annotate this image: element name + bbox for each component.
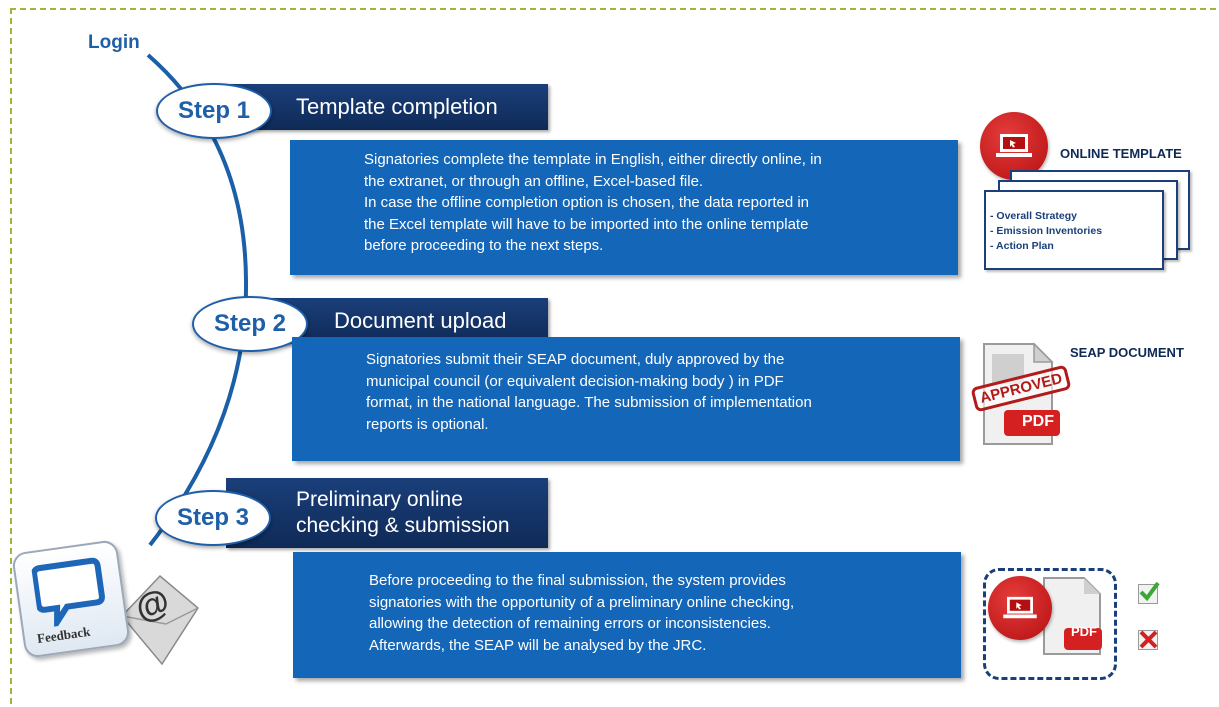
step-3-badge-label: Step 3: [176, 504, 250, 531]
step-1-badge: Step 1: [156, 83, 272, 139]
desc-line: before proceeding to the next steps.: [364, 237, 604, 254]
email-envelope-icon: [120, 574, 199, 666]
step-2-badge-label: Step 2: [213, 310, 287, 337]
desc-line: Afterwards, the SEAP will be analysed by…: [369, 636, 707, 654]
step-3-title-line: Preliminary online: [296, 488, 463, 511]
desc-line: Before proceeding to the final submissio…: [369, 572, 786, 589]
pdf-document-icon: [1043, 577, 1102, 655]
step-2-title: Document upload: [334, 308, 507, 333]
step-3-header: Preliminary online checking & submission: [226, 478, 548, 548]
submission-pdf-label: PDF: [1071, 624, 1097, 639]
dashed-frame: [10, 8, 1216, 704]
online-template-label: ONLINE TEMPLATE: [1060, 146, 1182, 161]
desc-line: signatories with the opportunity of a pr…: [369, 593, 795, 611]
step-1-description: Signatories complete the template in Eng…: [290, 140, 958, 275]
step-1-header: Template completion: [228, 84, 548, 130]
desc-line: the Excel template will have to be impor…: [364, 215, 809, 233]
cross-icon: [1138, 630, 1158, 650]
feedback-icon[interactable]: Feedback: [11, 539, 131, 659]
seap-document-label: SEAP DOCUMENT: [1070, 345, 1184, 360]
desc-line: the extranet, or through an offline, Exc…: [364, 172, 704, 190]
step-2-description: Signatories submit their SEAP document, …: [292, 337, 960, 461]
desc-line: Signatories complete the template in Eng…: [364, 151, 822, 168]
template-item: - Action Plan: [990, 240, 1054, 252]
step-3-title-line: checking & submission: [296, 514, 510, 537]
template-page-front: [984, 190, 1164, 270]
step-2-badge: Step 2: [192, 296, 308, 352]
step-3-description: Before proceeding to the final submissio…: [293, 552, 961, 678]
step-3-title: Preliminary online checking & submission: [296, 487, 510, 539]
seap-pdf-label: PDF: [1022, 413, 1054, 430]
desc-line: reports is optional.: [366, 415, 489, 433]
desc-line: allowing the detection of remaining erro…: [369, 615, 771, 632]
template-item: - Emission Inventories: [990, 225, 1103, 237]
step-3-badge: Step 3: [155, 490, 271, 546]
template-item: - Overall Strategy: [990, 210, 1077, 222]
desc-line: In case the offline completion option is…: [364, 194, 810, 211]
speech-bubble-icon: [31, 557, 105, 629]
step-2-header: Document upload: [262, 298, 548, 344]
login-label: Login: [88, 32, 140, 53]
step-1-title: Template completion: [296, 94, 498, 119]
step-1-badge-label: Step 1: [177, 97, 251, 124]
desc-line: Signatories submit their SEAP document, …: [366, 351, 785, 368]
checkmark-icon: [1138, 581, 1160, 604]
laptop-icon: [980, 112, 1048, 180]
desc-line: municipal council (or equivalent decisio…: [366, 372, 784, 390]
online-template-items: - Overall Strategy - Emission Inventorie…: [990, 209, 1102, 254]
submission-icon-frame: [983, 568, 1117, 680]
submission-laptop-icon: [988, 576, 1052, 640]
desc-line: format, in the national language. The su…: [366, 394, 812, 411]
